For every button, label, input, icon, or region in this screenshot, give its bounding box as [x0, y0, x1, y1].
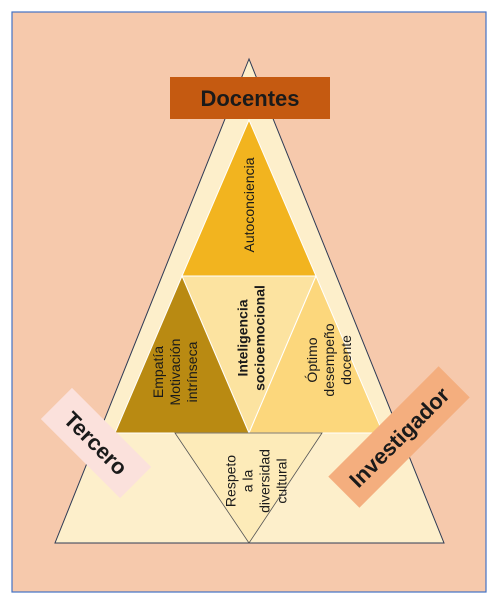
- docentes-box: [170, 77, 330, 119]
- top-triangle-label: Autoconciencia: [241, 157, 257, 252]
- left-label-line: Motivación: [167, 339, 183, 406]
- triangle-bottom-respeto: [174, 432, 323, 544]
- top-label-line: Autoconciencia: [241, 157, 257, 252]
- bottom-label-line: a la: [240, 470, 256, 493]
- tercero-box: [40, 387, 152, 499]
- right-label-line: Óptimo: [304, 337, 320, 382]
- svg-text:Óptimodesempeñodocente: Óptimodesempeñodocente: [304, 323, 354, 396]
- right-triangle-label: Óptimodesempeñodocente: [304, 323, 354, 396]
- right-label-line: desempeño: [321, 323, 337, 396]
- left-triangle-label: EmpatíaMotivaciónintrínseca: [150, 339, 200, 406]
- svg-text:Autoconciencia: Autoconciencia: [241, 157, 257, 252]
- svg-text:Respetoa ladiversidadcultural: Respetoa ladiversidadcultural: [223, 449, 290, 513]
- right-label-line: docente: [338, 335, 354, 385]
- center-label-line: Inteligencia: [235, 299, 251, 376]
- center-label-line: socioemocional: [252, 285, 268, 391]
- center-triangle-label: Inteligenciasocioemocional: [235, 285, 268, 391]
- bottom-label-line: cultural: [274, 458, 290, 503]
- left-label-line: Empatía: [150, 346, 166, 398]
- svg-text:Inteligenciasocioemocional: Inteligenciasocioemocional: [235, 285, 268, 391]
- investigador-box: [328, 366, 470, 508]
- bottom-label-line: diversidad: [257, 449, 273, 513]
- bottom-label-line: Respeto: [223, 455, 239, 507]
- left-label-line: intrínseca: [184, 341, 200, 402]
- svg-text:EmpatíaMotivaciónintrínseca: EmpatíaMotivaciónintrínseca: [150, 339, 200, 406]
- docentes-label: Docentes: [200, 86, 299, 111]
- bottom-triangle-label: Respetoa ladiversidadcultural: [223, 449, 290, 513]
